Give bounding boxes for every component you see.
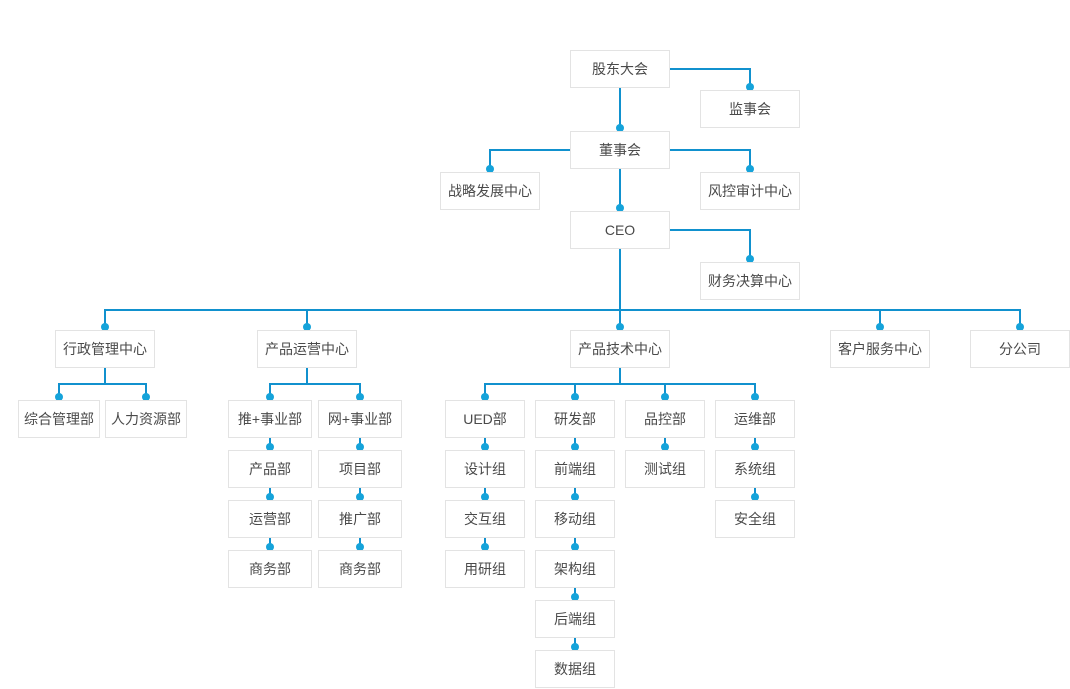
branch-ops — [269, 383, 361, 400]
node-frontend-team: 前端组 — [535, 450, 615, 488]
node-ceo: CEO — [570, 211, 670, 249]
node-hr-dept: 人力资源部 — [105, 400, 187, 438]
link-dot — [303, 323, 311, 331]
node-product-dept: 产品部 — [228, 450, 312, 488]
link-dot — [142, 393, 150, 401]
node-mobile-team: 移动组 — [535, 500, 615, 538]
node-testing-team: 测试组 — [625, 450, 705, 488]
node-user-research-team: 用研组 — [445, 550, 525, 588]
link-dot — [266, 493, 274, 501]
node-risk-audit-center: 风控审计中心 — [700, 172, 800, 210]
link-dot — [661, 443, 669, 451]
node-backend-team: 后端组 — [535, 600, 615, 638]
node-project-dept: 项目部 — [318, 450, 402, 488]
node-product-ops-center: 产品运营中心 — [257, 330, 357, 368]
link-dot — [616, 204, 624, 212]
node-rnd-dept: 研发部 — [535, 400, 615, 438]
node-board-of-directors: 董事会 — [570, 131, 670, 169]
link-dot — [1016, 323, 1024, 331]
link-dot — [746, 165, 754, 173]
connector-dots — [55, 83, 1024, 651]
node-supervisory-board: 监事会 — [700, 90, 800, 128]
node-promotion-dept: 推广部 — [318, 500, 402, 538]
node-wang-business-dept: 网+事业部 — [318, 400, 402, 438]
link-dot — [571, 593, 579, 601]
link-dot — [616, 323, 624, 331]
edge-board-riskaudit — [670, 149, 751, 172]
node-security-team: 安全组 — [715, 500, 795, 538]
link-dot — [266, 543, 274, 551]
link-dot — [101, 323, 109, 331]
link-dot — [751, 393, 759, 401]
branch-tech — [484, 383, 756, 400]
node-data-team: 数据组 — [535, 650, 615, 688]
link-dot — [746, 83, 754, 91]
node-ued-dept: UED部 — [445, 400, 525, 438]
node-ops-dept: 运维部 — [715, 400, 795, 438]
link-dot — [661, 393, 669, 401]
link-dot — [616, 124, 624, 132]
node-qc-dept: 品控部 — [625, 400, 705, 438]
link-dot — [356, 543, 364, 551]
node-operation-dept: 运营部 — [228, 500, 312, 538]
link-dot — [481, 443, 489, 451]
node-finance-center: 财务决算中心 — [700, 262, 800, 300]
link-dot — [481, 393, 489, 401]
link-dot — [876, 323, 884, 331]
node-admin-center: 行政管理中心 — [55, 330, 155, 368]
branch-admin — [58, 383, 147, 400]
node-branch-company: 分公司 — [970, 330, 1070, 368]
node-architecture-team: 架构组 — [535, 550, 615, 588]
link-dot — [481, 493, 489, 501]
link-dot — [356, 443, 364, 451]
node-design-team: 设计组 — [445, 450, 525, 488]
link-dot — [571, 393, 579, 401]
node-strategy-center: 战略发展中心 — [440, 172, 540, 210]
link-dot — [481, 543, 489, 551]
node-general-admin-dept: 综合管理部 — [18, 400, 100, 438]
link-dot — [55, 393, 63, 401]
link-dot — [356, 493, 364, 501]
node-shareholders-meeting: 股东大会 — [570, 50, 670, 88]
node-tui-business-dept: 推+事业部 — [228, 400, 312, 438]
link-dot — [266, 393, 274, 401]
edge-ceo-finance — [670, 229, 751, 262]
link-dot — [571, 643, 579, 651]
edge-board-strategy — [489, 149, 570, 172]
node-system-team: 系统组 — [715, 450, 795, 488]
link-dot — [571, 493, 579, 501]
node-interaction-team: 交互组 — [445, 500, 525, 538]
link-dot — [751, 443, 759, 451]
node-customer-service-center: 客户服务中心 — [830, 330, 930, 368]
edge-shareholders-supervisory — [670, 68, 751, 90]
link-dot — [751, 493, 759, 501]
link-dot — [486, 165, 494, 173]
node-product-tech-center: 产品技术中心 — [570, 330, 670, 368]
node-business-dept-2: 商务部 — [318, 550, 402, 588]
link-dot — [571, 443, 579, 451]
link-dot — [266, 443, 274, 451]
link-dot — [746, 255, 754, 263]
trunk-line — [104, 309, 1021, 330]
node-business-dept-1: 商务部 — [228, 550, 312, 588]
link-dot — [356, 393, 364, 401]
link-dot — [571, 543, 579, 551]
